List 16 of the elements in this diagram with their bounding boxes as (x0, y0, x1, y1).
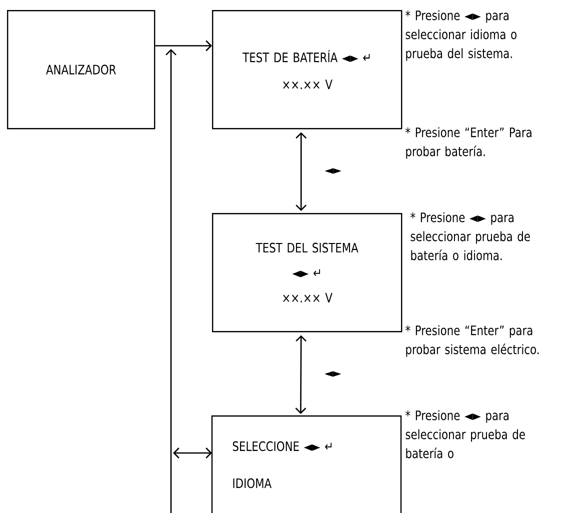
note-text: * Presione “Enter” para probar sistema eléctrico. (406, 325, 539, 357)
arrow (173, 448, 212, 458)
note-text: * Presione ◄► para seleccionar prueba de batería o (406, 410, 525, 458)
edge-label: ◄► (323, 370, 342, 378)
screen-box: SELECCIONE ◄► ↵ IDIOMA (211, 415, 402, 513)
note-text: * Presione ◄► para seleccionar prueba de batería o idioma. (410, 212, 530, 260)
note-text: * Presione ◄► para seleccionar idioma o prueba del sistema. (406, 10, 516, 61)
arrow (295, 335, 307, 414)
screen-box: TEST DE BATERÍA ◄► ↵ ××.×× V (212, 10, 402, 130)
arrow (166, 49, 176, 513)
note-text: * Presione “Enter” Para probar batería. (406, 127, 532, 159)
screen-box: ANALIZADOR (7, 10, 156, 130)
arrow (155, 40, 212, 52)
screen-box: TEST DEL SISTEMA ◄► ↵ ××.×× V (212, 213, 402, 332)
edge-label: ◄► (324, 167, 343, 175)
arrow (296, 132, 307, 211)
